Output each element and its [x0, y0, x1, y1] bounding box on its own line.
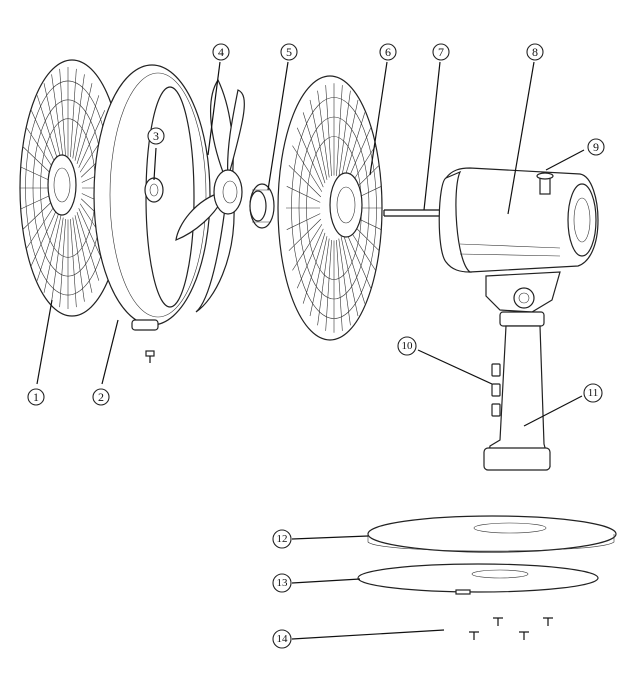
callout-14: 14: [272, 629, 292, 649]
motor-housing: [438, 167, 599, 273]
leader-1: [36, 299, 53, 385]
base-plate-bottom: [357, 563, 599, 595]
callout-1: 1: [27, 388, 45, 406]
leader-2: [101, 319, 119, 385]
callout-3-label: 3: [153, 129, 159, 143]
blade-nut: [249, 183, 275, 229]
callout-12-label: 12: [277, 533, 288, 545]
callout-2-label: 2: [98, 390, 104, 404]
leader-8: [507, 61, 535, 215]
oscillation-knob: [536, 172, 554, 195]
base-plate-top: [367, 515, 617, 553]
fan-body: [483, 325, 551, 471]
callout-14-label: 14: [277, 633, 289, 645]
leader-10: [417, 349, 493, 385]
callout-11-label: 11: [588, 387, 599, 399]
rear-grille: [19, 59, 125, 317]
callout-9: 9: [587, 138, 605, 156]
base-screws: [469, 617, 553, 640]
callout-11: 11: [583, 383, 603, 403]
callout-10: 10: [397, 336, 417, 356]
fan-blade: [175, 78, 245, 313]
callout-8-label: 8: [532, 45, 538, 59]
callout-13: 13: [272, 573, 292, 593]
leader-11: [523, 395, 583, 427]
leader-lines: [36, 61, 585, 640]
callouts: 1 2 3 4 5 6 7 8: [27, 43, 605, 649]
callout-7-label: 7: [438, 45, 444, 59]
callout-10-label: 10: [402, 340, 414, 352]
callout-6: 6: [379, 43, 397, 61]
tilt-bracket: [485, 271, 561, 327]
callout-6-label: 6: [385, 45, 391, 59]
callout-4-label: 4: [218, 45, 224, 59]
leader-6: [369, 61, 388, 176]
leader-7: [423, 61, 441, 211]
callout-5: 5: [280, 43, 298, 61]
callout-1-label: 1: [33, 390, 39, 404]
leader-4: [207, 61, 221, 156]
leader-5: [267, 61, 289, 191]
spinner-cap: [144, 177, 164, 203]
callout-8: 8: [526, 43, 544, 61]
leader-13: [291, 578, 361, 584]
leader-12: [291, 535, 369, 540]
callout-9-label: 9: [593, 140, 599, 154]
front-grille: [277, 75, 383, 341]
callout-13-label: 13: [277, 577, 289, 589]
callout-3: 3: [147, 127, 165, 145]
callout-4: 4: [212, 43, 230, 61]
leader-14: [291, 629, 445, 640]
callout-5-label: 5: [286, 45, 292, 59]
callout-2: 2: [92, 388, 110, 406]
callout-7: 7: [432, 43, 450, 61]
callout-12: 12: [272, 529, 292, 549]
motor-shaft: [383, 209, 444, 217]
leader-9: [545, 149, 585, 171]
leader-3: [153, 147, 157, 181]
